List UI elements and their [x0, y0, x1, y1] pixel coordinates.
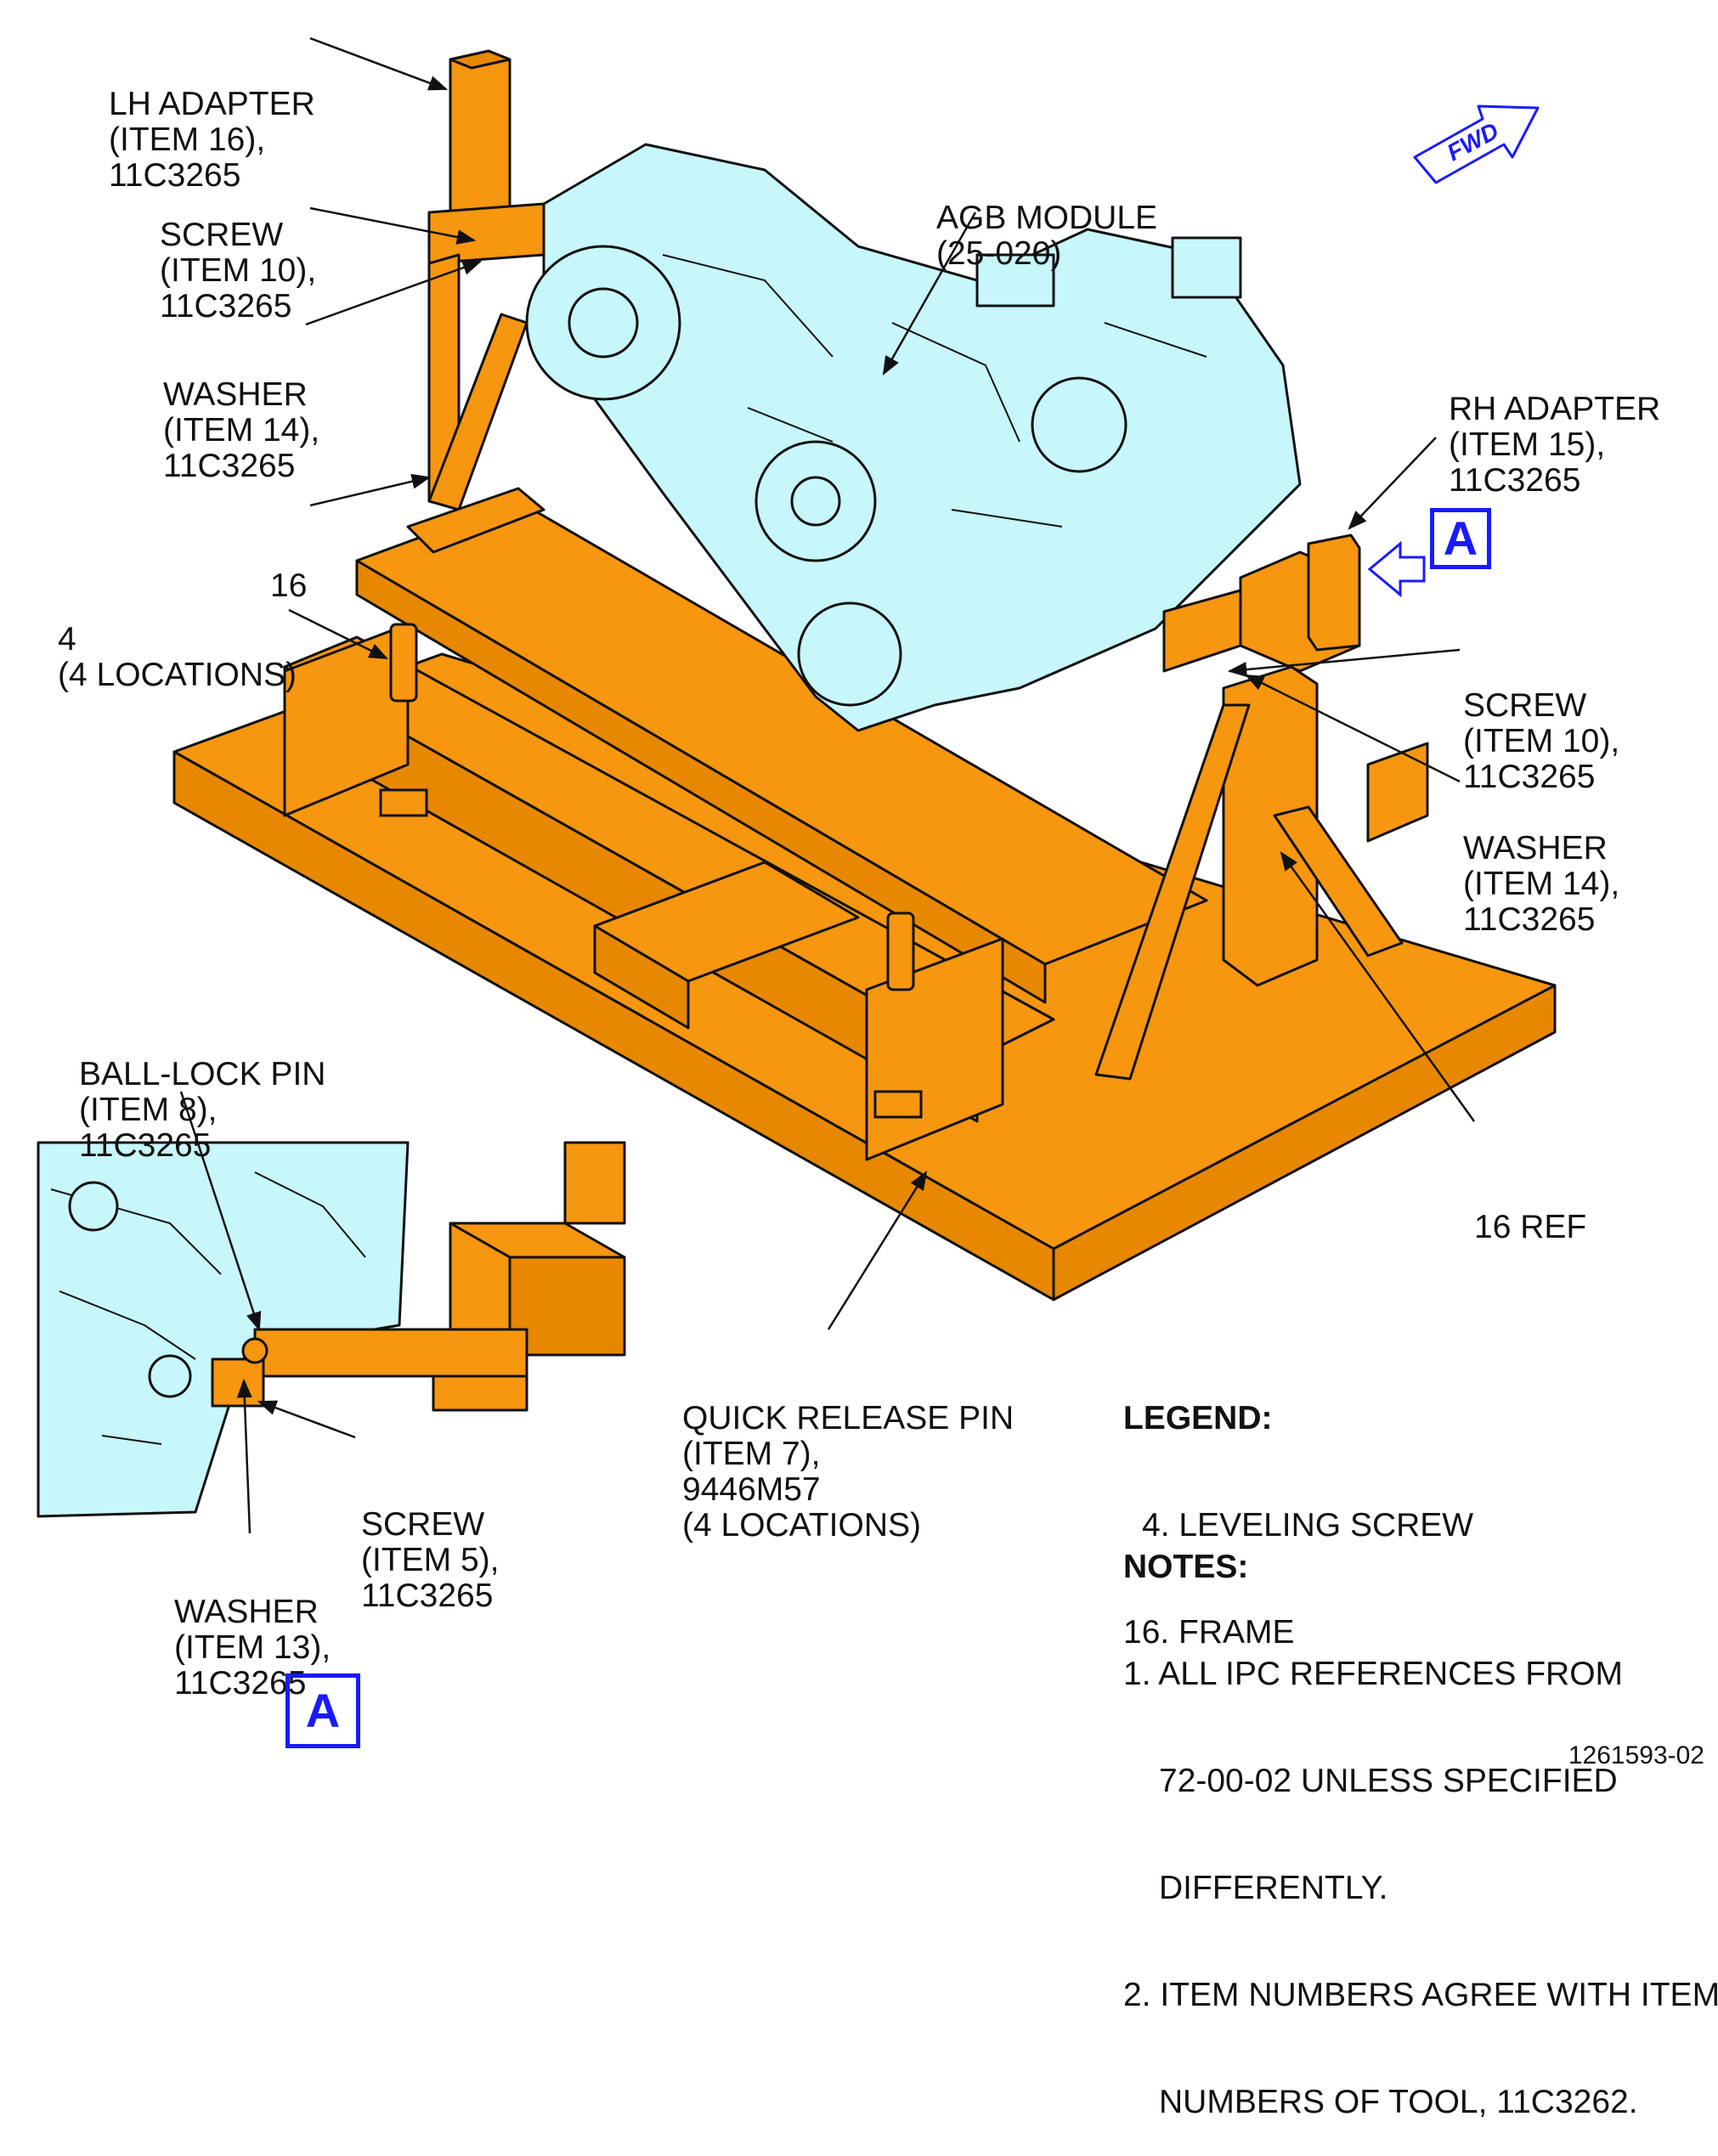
agb-module — [525, 143, 1302, 732]
lh-adapter — [406, 49, 545, 554]
label-agb-module: AGB MODULE(25-020) — [936, 200, 1158, 272]
detail-a-pointer-arrow — [1367, 540, 1426, 598]
label-ball-lock-pin: BALL-LOCK PIN(ITEM 8),11C3265 — [79, 1056, 326, 1164]
fwd-arrow-icon — [1413, 104, 1540, 184]
rh-adapter — [1094, 533, 1429, 1081]
label-frame-16: 16 — [270, 567, 308, 604]
label-screw-detail: SCREW(ITEM 5),11C3265 — [361, 1506, 500, 1614]
label-frame-16-ref: 16 REF — [1474, 1209, 1587, 1245]
label-lh-adapter: LH ADAPTER(ITEM 16),11C3265 — [109, 86, 315, 194]
base-rails — [283, 499, 1208, 1161]
detail-a-view — [37, 1141, 626, 1518]
legend-item: 16. FRAME — [1123, 1614, 1295, 1651]
leveling-screw — [379, 623, 923, 1119]
notes-title: NOTES: — [1123, 1549, 1249, 1585]
label-screw-top: SCREW(ITEM 10),11C3265 — [160, 217, 317, 325]
legend-item: 4. LEVELING SCREW — [1142, 1507, 1474, 1544]
legend: LEGEND: 4. LEVELING SCREW 16. FRAME — [1123, 1329, 1473, 1686]
label-screw-right: SCREW(ITEM 10),11C3265 — [1463, 687, 1620, 795]
label-washer-top: WASHER(ITEM 14),11C3265 — [163, 376, 320, 484]
note-line: 2. ITEM NUMBERS AGREE WITH ITEM — [1123, 1977, 1718, 2013]
figure-number: 1261593-02 — [1568, 1741, 1704, 1769]
note-line: DIFFERENTLY. — [1159, 1870, 1388, 1906]
label-rh-adapter: RH ADAPTER(ITEM 15),11C3265 — [1449, 391, 1661, 499]
detail-a-marker: A — [1430, 508, 1491, 569]
legend-title: LEGEND: — [1123, 1400, 1273, 1436]
fixture-illustration — [37, 37, 1557, 1534]
label-leveling-screw: 4(4 LOCATIONS) — [58, 621, 297, 693]
label-quick-release-pin: QUICK RELEASE PIN(ITEM 7),9446M57(4 LOCA… — [682, 1400, 1014, 1544]
detail-a-label: A — [285, 1673, 360, 1748]
notes: NOTES: 1. ALL IPC REFERENCES FROM 72-00-… — [1123, 1478, 1718, 2156]
note-line: 1. ALL IPC REFERENCES FROM — [1123, 1656, 1624, 1692]
leader-lines — [179, 37, 1476, 1534]
label-washer-right: WASHER(ITEM 14),11C3265 — [1463, 830, 1620, 938]
label-washer-detail: WASHER(ITEM 13),11C3265 — [174, 1594, 331, 1702]
note-line: NUMBERS OF TOOL, 11C3262. — [1159, 2084, 1638, 2120]
